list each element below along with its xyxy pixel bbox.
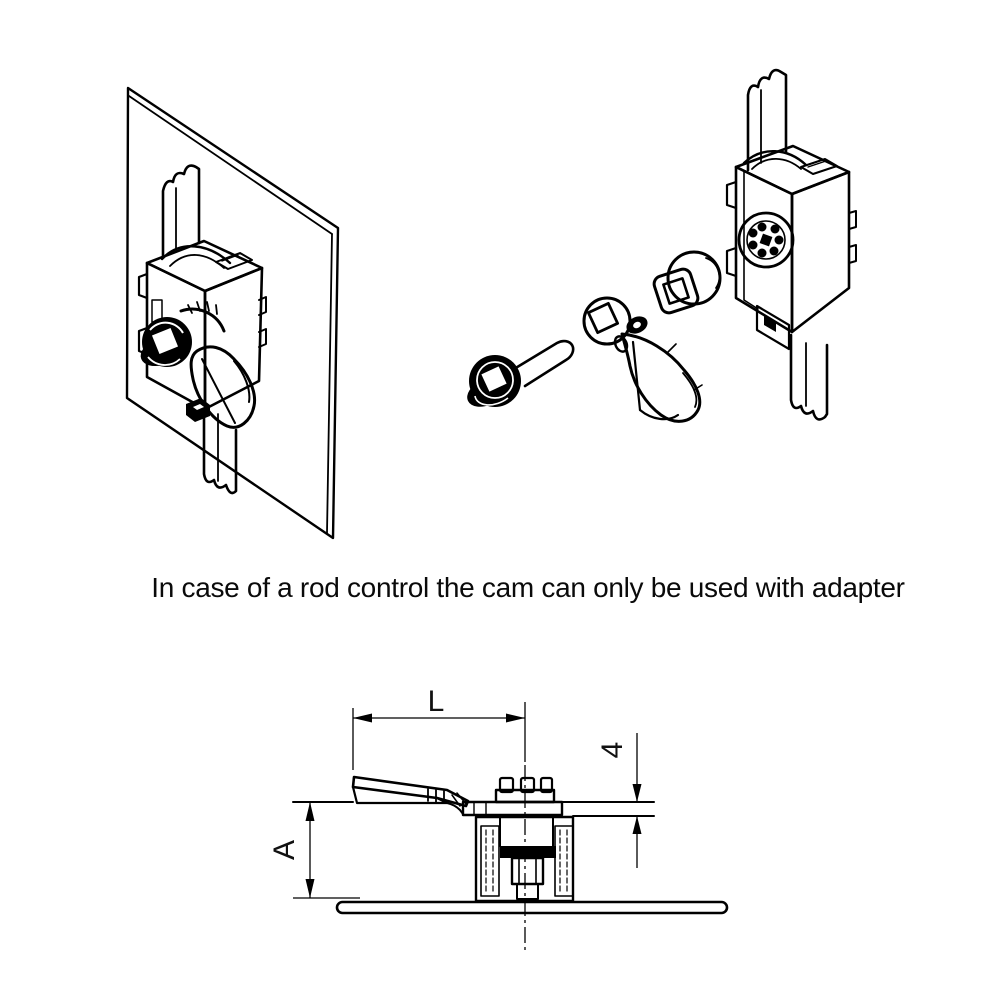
dimension-label-4: 4 xyxy=(596,742,629,759)
hex-flange-screw xyxy=(467,339,575,407)
hub-and-nut xyxy=(461,776,564,817)
cam-adapter-exploded-drawing xyxy=(467,68,857,423)
dimension-L: L xyxy=(352,685,525,770)
lock-body-section xyxy=(474,815,575,903)
cam-lever xyxy=(189,345,257,429)
cam-lever xyxy=(582,296,703,423)
upper-connecting-rod xyxy=(161,164,201,258)
square-adapter xyxy=(652,250,722,315)
mounting-panel xyxy=(125,86,340,540)
installed-view-figure xyxy=(110,60,370,560)
dimension-view-figure: L xyxy=(260,680,740,960)
hex-flange-screw xyxy=(140,317,192,367)
exploded-view-figure xyxy=(450,55,870,435)
caption-text: In case of a rod control the cam can onl… xyxy=(151,572,905,603)
mounting-plate xyxy=(335,900,729,915)
rosette-rim xyxy=(179,301,226,333)
dimension-label-L: L xyxy=(428,685,445,718)
lever-handle xyxy=(351,775,470,815)
lower-connecting-rod xyxy=(202,407,238,495)
rod-control-lock-housing xyxy=(725,68,857,421)
panel-section-lines xyxy=(292,801,655,817)
dimension-A: A xyxy=(268,802,360,899)
rosette-teeth xyxy=(748,222,784,258)
rod-control-lock-installed-isometric-drawing xyxy=(125,86,340,540)
cam-side-section-drawing: L xyxy=(268,685,729,950)
dimension-label-A: A xyxy=(268,840,301,860)
dimension-4: 4 xyxy=(596,733,642,868)
